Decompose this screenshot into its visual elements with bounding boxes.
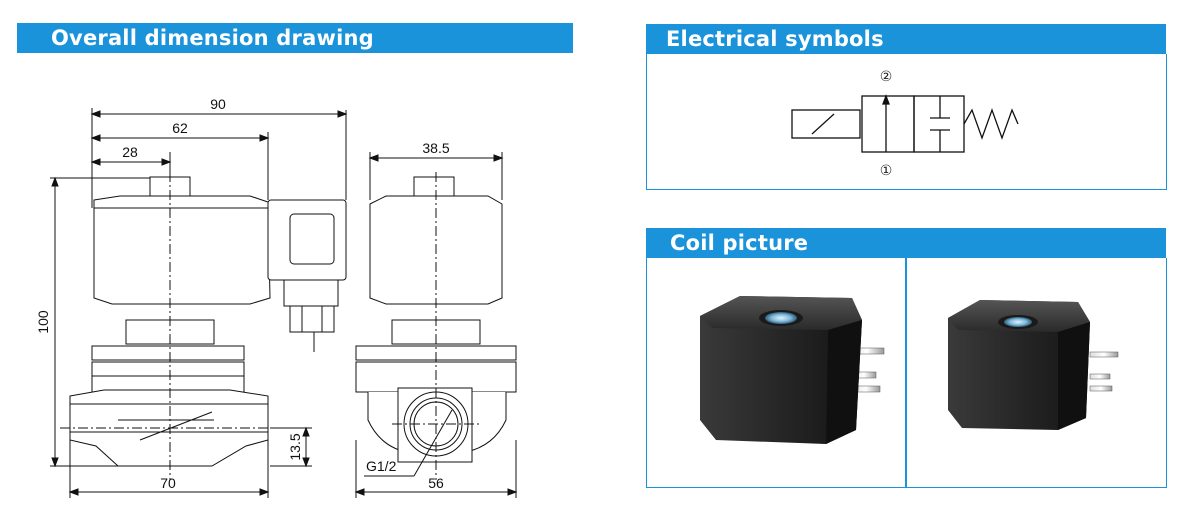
dim-label-70: 70 [160, 475, 176, 491]
port-label-bottom: ① [880, 163, 893, 179]
coil-panel-divider [905, 258, 907, 488]
coil-image-small [948, 300, 1119, 430]
side-view-drawing [354, 152, 518, 498]
dim-label-38-5: 38.5 [422, 140, 449, 156]
dim-label-thread: G1/2 [366, 458, 397, 474]
section-header-dimension: Overall dimension drawing [17, 23, 573, 53]
valve-symbol [791, 94, 1019, 153]
dim-label-62: 62 [172, 120, 188, 136]
front-view-drawing [50, 108, 348, 498]
port-label-top: ② [880, 69, 893, 85]
coil-picture-panel [646, 258, 1167, 488]
dim-label-28: 28 [122, 144, 138, 160]
dim-label-90: 90 [210, 96, 226, 112]
electrical-symbol-panel [646, 54, 1167, 190]
coil-image-large [700, 296, 885, 444]
dim-label-56: 56 [428, 475, 444, 491]
section-header-coil: Coil picture [646, 228, 1166, 258]
dim-label-13-5: 13.5 [287, 433, 303, 460]
section-header-electrical: Electrical symbols [646, 24, 1166, 54]
dim-label-100: 100 [35, 310, 51, 334]
